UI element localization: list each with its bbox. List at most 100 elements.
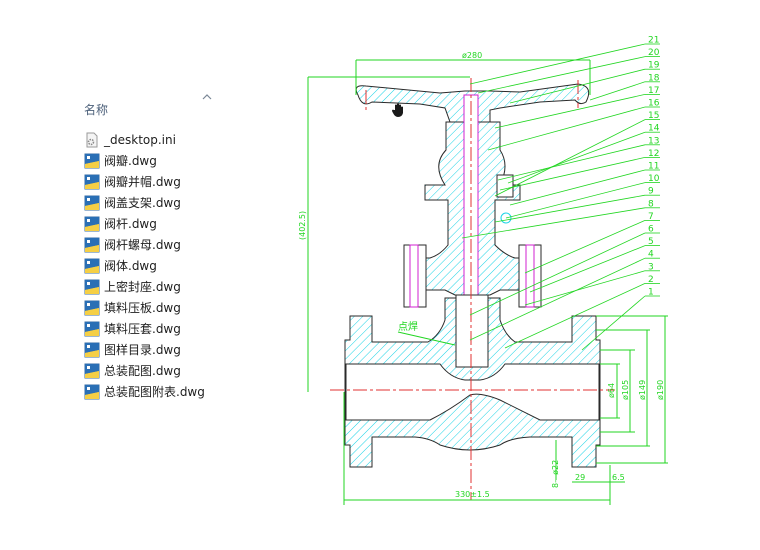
dwg-file-icon xyxy=(84,195,100,210)
file-item[interactable]: 阀瓣并帽.dwg xyxy=(84,171,205,192)
dwg-file-icon xyxy=(84,174,100,189)
leader-line xyxy=(494,94,646,129)
file-name: 总装配图.dwg xyxy=(104,364,181,378)
part-number-label: 20 xyxy=(648,48,660,58)
file-item[interactable]: 上密封座.dwg xyxy=(84,276,205,297)
file-name: 图样目录.dwg xyxy=(104,343,181,357)
file-name: _desktop.ini xyxy=(104,132,176,147)
centerlines xyxy=(330,78,615,500)
part-number-label: 21 xyxy=(648,36,659,46)
part-number-label: 5 xyxy=(648,237,654,247)
column-header-name[interactable]: 名称 xyxy=(84,103,109,117)
leader-line xyxy=(509,68,646,104)
dwg-file-icon xyxy=(84,258,100,273)
dim-bolt-holes: 8—ø22 xyxy=(551,460,560,488)
leader-line xyxy=(524,220,646,274)
part-number-label: 10 xyxy=(648,174,660,184)
leader-line xyxy=(469,257,646,341)
leader-line xyxy=(509,169,646,206)
file-name: 上密封座.dwg xyxy=(104,280,181,294)
leader-line xyxy=(507,131,646,184)
part-number-label: 16 xyxy=(648,99,660,109)
file-item[interactable]: 图样目录.dwg xyxy=(84,339,205,360)
part-number-label: 2 xyxy=(648,275,654,285)
dim-handwheel-diameter: ø280 xyxy=(462,51,482,60)
dwg-file-icon xyxy=(84,384,100,399)
file-item[interactable]: 阀盖支架.dwg xyxy=(84,192,205,213)
file-item[interactable]: 总装配图.dwg xyxy=(84,360,205,381)
file-name: 阀体.dwg xyxy=(104,259,157,273)
file-item[interactable]: 填料压板.dwg xyxy=(84,297,205,318)
part-number-label: 17 xyxy=(648,86,659,96)
leader-line xyxy=(469,43,646,85)
part-number-label: 7 xyxy=(648,212,654,222)
file-name: 阀盖支架.dwg xyxy=(104,196,181,210)
file-item[interactable]: 填料压套.dwg xyxy=(84,318,205,339)
leader-line xyxy=(494,194,646,223)
file-name: 阀瓣.dwg xyxy=(104,154,157,168)
leader-line xyxy=(497,144,646,181)
leader-line xyxy=(461,207,646,239)
dim-raised-face-diameter: ø105 xyxy=(621,380,630,400)
leader-line xyxy=(581,295,646,351)
file-name: 阀杆螺母.dwg xyxy=(104,238,181,252)
dwg-file-icon xyxy=(84,237,100,252)
file-item[interactable]: 阀瓣.dwg xyxy=(84,150,205,171)
leader-line xyxy=(589,81,646,101)
part-number-label: 19 xyxy=(648,61,660,71)
part-number-label: 15 xyxy=(648,111,659,121)
leader-line xyxy=(505,182,646,219)
file-name: 填料压套.dwg xyxy=(104,322,181,336)
dim-flange-outer-diameter: ø190 xyxy=(656,380,665,400)
part-number-label: 12 xyxy=(648,149,659,159)
file-item[interactable]: 阀体.dwg xyxy=(84,255,205,276)
part-number-label: 13 xyxy=(648,136,659,146)
bonnet-bolts xyxy=(403,174,542,308)
part-number-label: 11 xyxy=(648,162,659,172)
file-item[interactable]: _desktop.ini xyxy=(84,129,205,150)
leader-line xyxy=(469,232,646,316)
file-item[interactable]: 阀杆.dwg xyxy=(84,213,205,234)
weld-note: 点焊 xyxy=(398,321,418,333)
dwg-file-icon xyxy=(84,153,100,168)
dim-bolt-circle-diameter: ø149 xyxy=(638,380,647,400)
file-name: 阀瓣并帽.dwg xyxy=(104,175,181,189)
leader-line xyxy=(524,270,646,306)
part-number-label: 4 xyxy=(648,250,654,260)
sort-ascending-icon[interactable] xyxy=(201,92,213,102)
leader-line xyxy=(494,119,646,197)
file-name: 总装配图附表.dwg xyxy=(104,385,205,399)
part-number-label: 14 xyxy=(648,124,660,134)
file-item[interactable]: 总装配图附表.dwg xyxy=(84,381,205,402)
part-number-label: 9 xyxy=(648,187,654,197)
file-name: 阀杆.dwg xyxy=(104,217,157,231)
dim-face-to-face: 330±1.5 xyxy=(455,490,490,499)
dwg-file-icon xyxy=(84,216,100,231)
dim-bore-diameter: ø64 xyxy=(607,383,616,398)
dwg-file-icon xyxy=(84,300,100,315)
leader-line xyxy=(529,245,646,293)
dim-overall-height: (402.5) xyxy=(298,211,307,240)
hand-cursor-icon xyxy=(392,103,403,117)
dwg-file-icon xyxy=(84,342,100,357)
leader-line xyxy=(487,106,646,151)
settings-file-icon xyxy=(86,132,98,147)
part-number-label: 3 xyxy=(648,262,654,272)
leader-line xyxy=(499,157,646,191)
valve-disc xyxy=(455,294,489,368)
leader-line xyxy=(504,283,646,349)
leader-line xyxy=(477,56,646,94)
file-item[interactable]: 阀杆螺母.dwg xyxy=(84,234,205,255)
dim-raised-face-height: 6.5 xyxy=(612,473,625,482)
dwg-file-icon xyxy=(84,363,100,378)
part-number-label: 8 xyxy=(648,199,654,209)
flow-passage xyxy=(345,363,600,421)
part-number-label: 18 xyxy=(648,73,660,83)
part-number-label: 1 xyxy=(648,288,654,298)
dwg-file-icon xyxy=(84,321,100,336)
dim-flange-thickness: 29 xyxy=(575,473,585,482)
dwg-file-icon xyxy=(84,279,100,294)
file-name: 填料压板.dwg xyxy=(104,301,181,315)
